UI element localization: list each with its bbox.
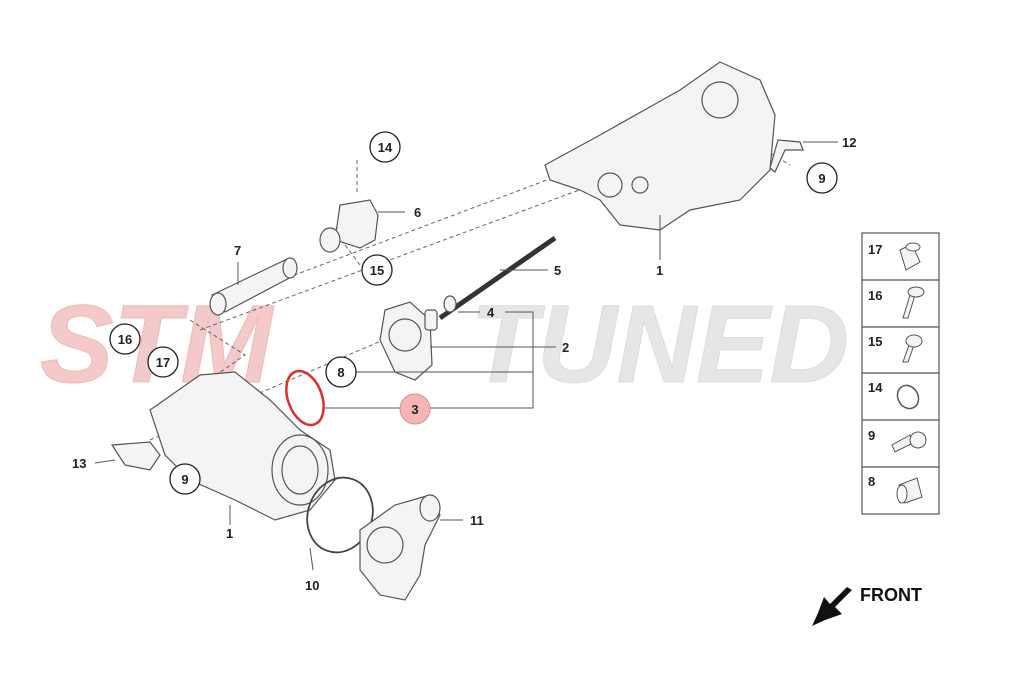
label-4: 4 <box>487 305 495 320</box>
label-12: 12 <box>842 135 856 150</box>
label-1-bottom: 1 <box>226 526 233 541</box>
svg-text:8: 8 <box>868 474 875 489</box>
svg-text:15: 15 <box>868 334 882 349</box>
legend-item-17: 17 <box>868 242 921 271</box>
label-10: 10 <box>305 578 319 593</box>
label-11: 11 <box>470 513 484 528</box>
legend-item-8: 8 <box>868 474 923 504</box>
callout-17[interactable]: 17 <box>147 346 179 378</box>
svg-text:14: 14 <box>378 140 393 155</box>
front-label: FRONT <box>860 585 922 605</box>
svg-text:9: 9 <box>818 171 825 186</box>
engine-block-top <box>544 61 776 260</box>
label-2: 2 <box>562 340 569 355</box>
svg-text:17: 17 <box>156 355 170 370</box>
callout-9-lower[interactable]: 9 <box>169 463 201 495</box>
svg-text:16: 16 <box>868 288 882 303</box>
svg-text:3: 3 <box>411 402 418 417</box>
svg-text:14: 14 <box>868 380 883 395</box>
bracket-part-12 <box>769 139 804 173</box>
callout-16[interactable]: 16 <box>109 323 141 355</box>
callout-9-upper[interactable]: 9 <box>806 162 838 194</box>
label-13: 13 <box>72 456 86 471</box>
svg-text:8: 8 <box>337 365 344 380</box>
legend-item-15: 15 <box>868 334 923 363</box>
svg-text:9: 9 <box>868 428 875 443</box>
label-5: 5 <box>554 263 561 278</box>
svg-text:9: 9 <box>181 472 188 487</box>
legend-item-9: 9 <box>868 428 927 453</box>
fitting-part-6 <box>319 199 405 253</box>
svg-text:17: 17 <box>868 242 882 257</box>
rod-part-5 <box>438 235 557 321</box>
callout-3-highlighted[interactable]: 3 <box>399 393 431 425</box>
pump-part-11 <box>359 494 463 601</box>
group-bracket <box>325 311 556 409</box>
watermark-tuned: TUNED <box>470 283 849 406</box>
housing-part-1 <box>149 371 336 525</box>
front-arrow-icon <box>812 587 852 626</box>
legend-item-16: 16 <box>868 286 925 319</box>
callout-8[interactable]: 8 <box>325 356 357 388</box>
label-7: 7 <box>234 243 241 258</box>
label-1-top: 1 <box>656 263 663 278</box>
callout-14[interactable]: 14 <box>369 131 401 163</box>
o-ring-part-3 <box>285 369 325 427</box>
svg-text:16: 16 <box>118 332 132 347</box>
svg-text:15: 15 <box>370 263 384 278</box>
label-6: 6 <box>414 205 421 220</box>
callout-15[interactable]: 15 <box>361 254 393 286</box>
bracket-part-13 <box>94 441 161 471</box>
front-indicator: FRONT <box>812 585 922 626</box>
pipe-part-7 <box>209 257 298 316</box>
legend-item-14: 14 <box>868 380 920 410</box>
o-ring-icon <box>896 384 920 410</box>
parts-legend: 17 16 15 14 9 8 <box>861 232 940 515</box>
thermostat-part-2 <box>379 295 457 381</box>
